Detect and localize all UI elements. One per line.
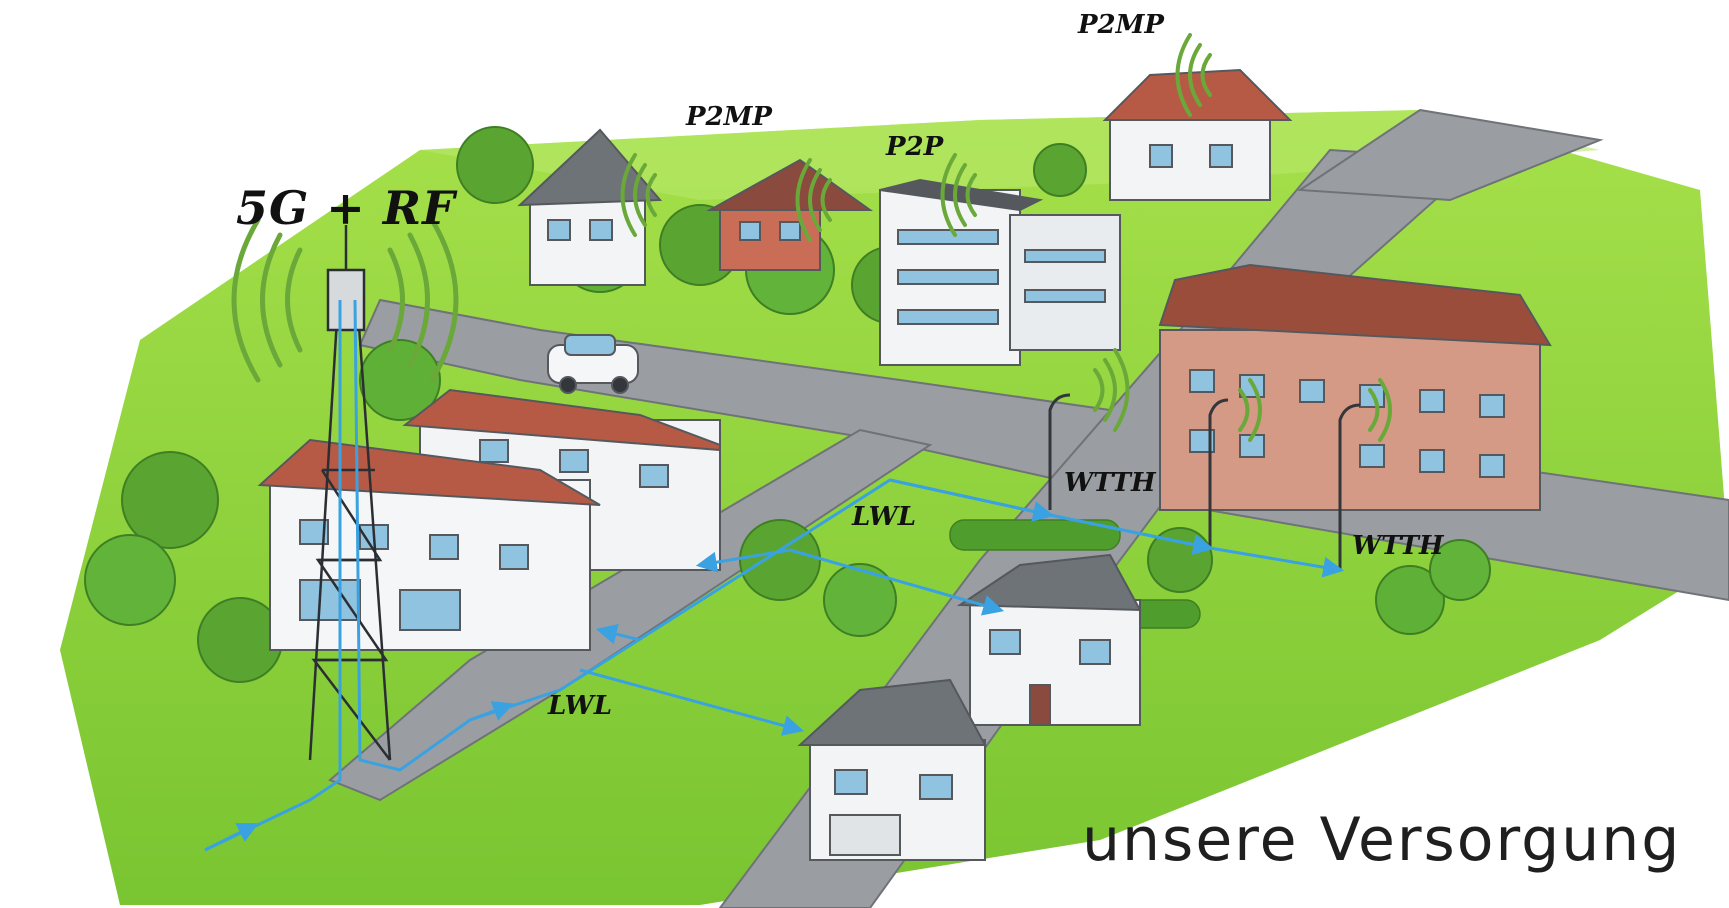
tree <box>359 339 441 421</box>
street-lamp <box>1208 398 1229 550</box>
row-houses-left <box>257 388 721 651</box>
tree <box>121 451 219 549</box>
p2mp-label-middle: P2MP <box>686 102 772 132</box>
tower-label: 5G + RF <box>236 181 456 235</box>
fiber-branch <box>595 623 641 645</box>
caption: unsere Versorgung <box>1082 805 1682 875</box>
road-top-branch <box>1296 108 1604 202</box>
p2mp-label-top: P2MP <box>1078 10 1164 40</box>
buildings <box>257 68 1552 861</box>
tree <box>1375 565 1445 635</box>
tree <box>823 563 897 637</box>
fiber-branch <box>695 548 791 573</box>
wtth-label-1: WTTH <box>1064 468 1156 498</box>
fiber-branch <box>579 668 805 736</box>
wtth-label-2: WTTH <box>1352 531 1444 561</box>
car <box>547 334 639 394</box>
fiber-branch <box>1049 513 1215 555</box>
tower <box>308 225 392 761</box>
lwl-label-2: LWL <box>548 691 612 721</box>
house-signals <box>620 33 1392 442</box>
fiber-arrow <box>469 701 514 722</box>
tree <box>1429 539 1491 601</box>
fiber-arrow <box>204 823 259 852</box>
building-modern <box>879 178 1121 366</box>
building-brick-apartment <box>1158 263 1552 511</box>
grass-edge-back <box>420 110 1600 200</box>
house-top-right <box>1102 68 1293 201</box>
street-lamps <box>1048 393 1361 570</box>
p2p-label: P2P <box>886 132 944 162</box>
street-lamp <box>1338 403 1361 570</box>
fiber-lines <box>204 299 1345 852</box>
fiber-branch <box>889 478 1055 522</box>
tree <box>1033 143 1087 197</box>
fiber-branch <box>789 548 1005 616</box>
house-back-brick <box>706 158 874 271</box>
tree <box>84 534 176 626</box>
house-front-right <box>956 553 1142 726</box>
tree <box>456 126 534 204</box>
tower-antenna <box>326 268 366 332</box>
road-main-horizontal <box>358 298 1729 602</box>
street-lamp <box>1048 393 1071 510</box>
tower-signal <box>231 217 459 383</box>
house-front-center <box>797 678 987 861</box>
lwl-label-1: LWL <box>852 502 916 532</box>
